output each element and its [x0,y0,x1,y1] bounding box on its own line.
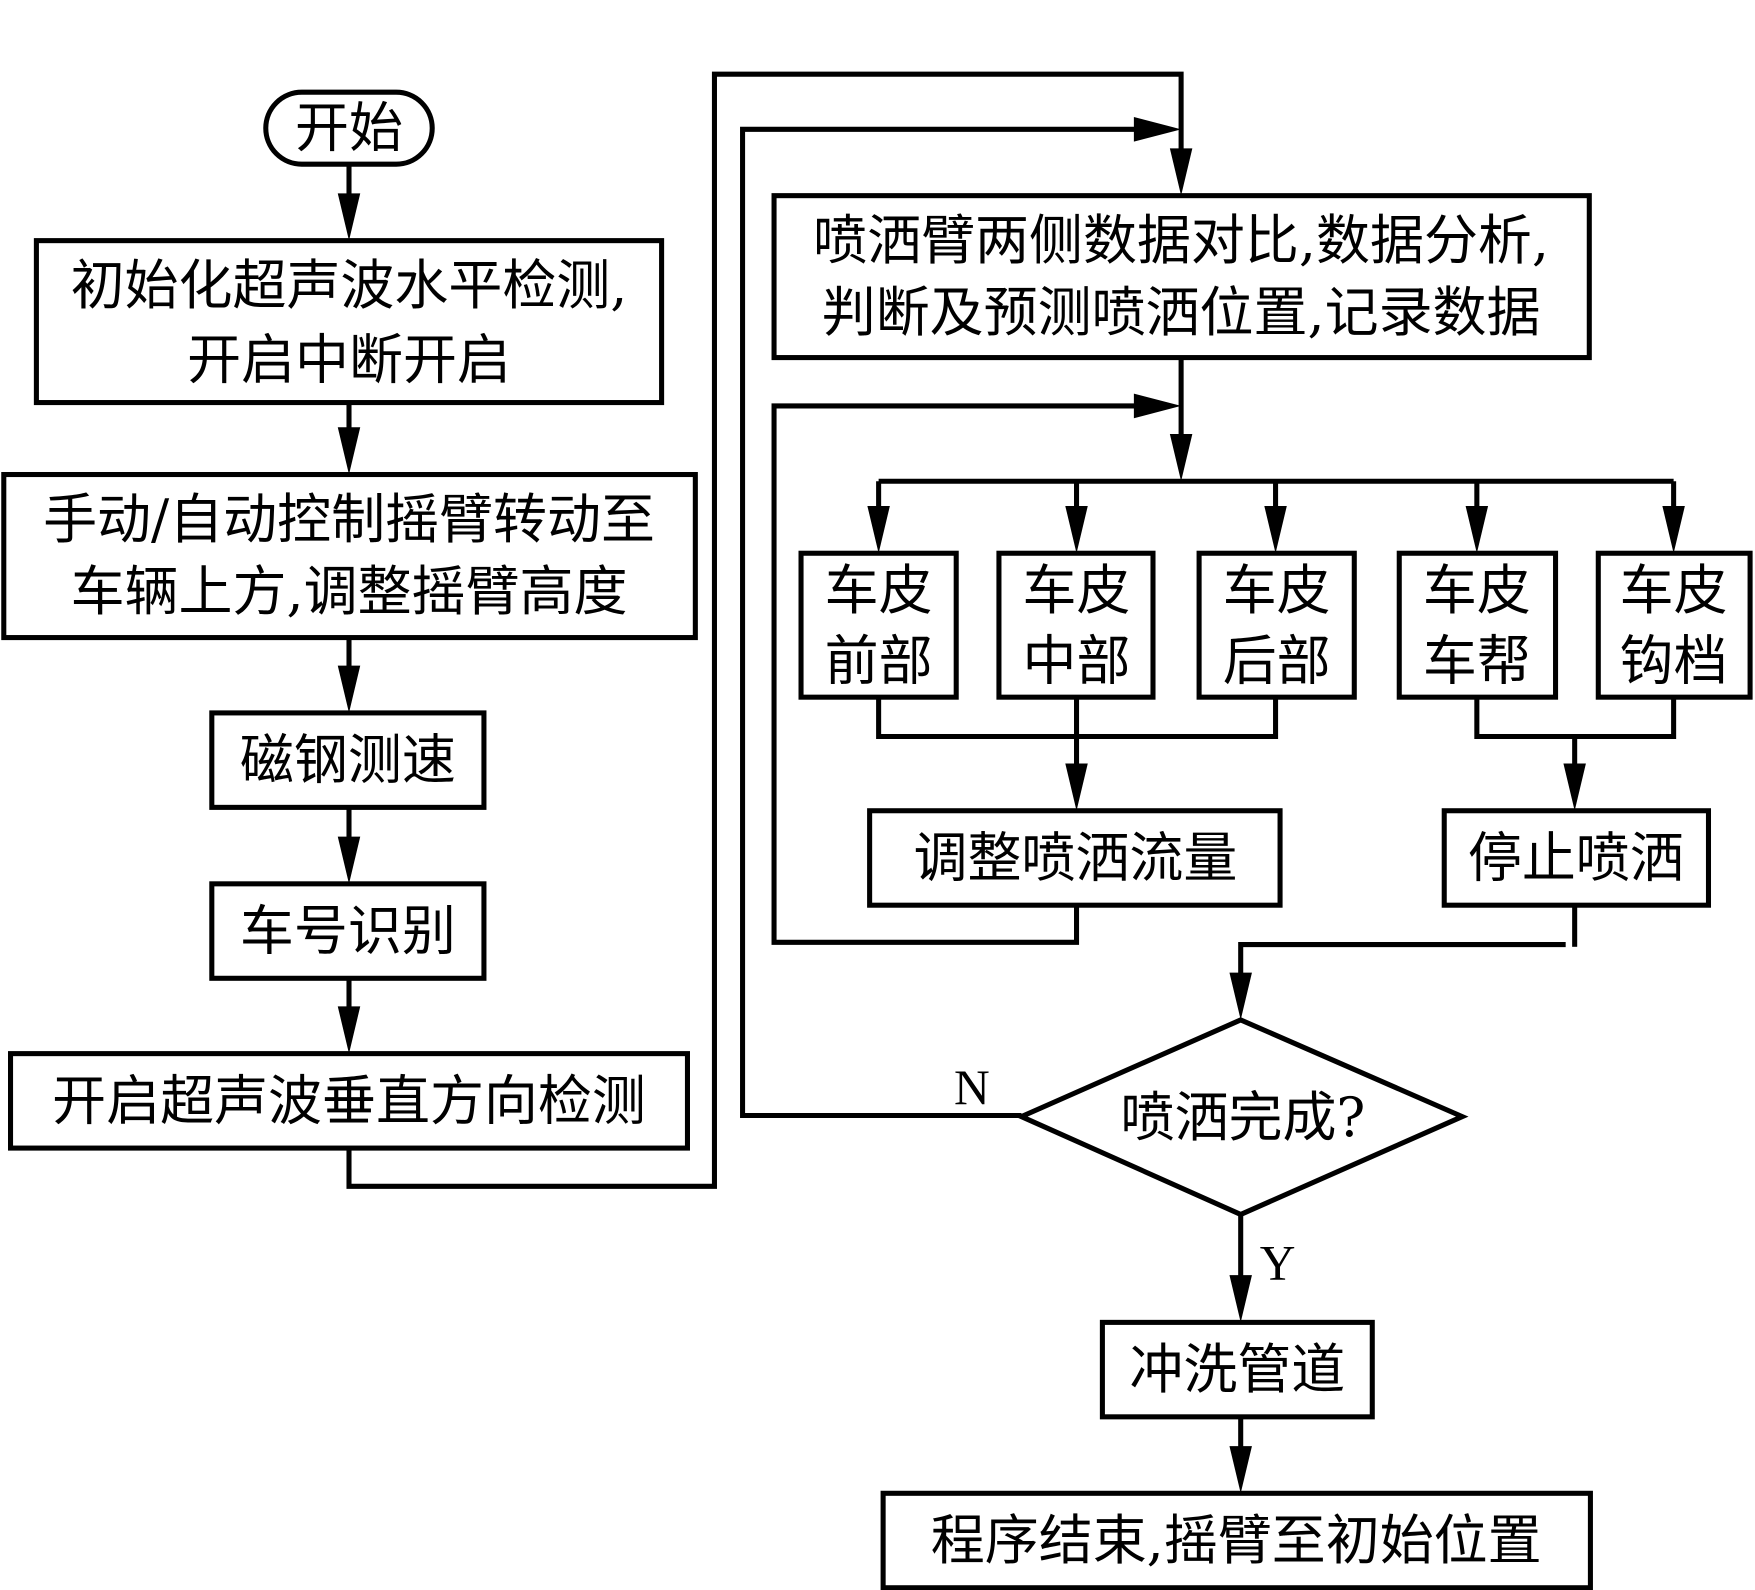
arrow-down-icon [1662,506,1685,554]
arrow-down-icon [337,427,361,475]
arrow-down-icon [337,1006,361,1054]
edge-adjust-loop [771,403,1150,945]
node-vertical-detect: 开启超声波垂直方向检测 [8,1051,690,1151]
node-branch-rear: 车皮 后部 [1196,550,1357,700]
node-init: 初始化超声波水平检测, 开启中断开启 [33,238,665,406]
node-arm-position-line-1: 手动/自动控制摇臂转动至 [43,488,655,551]
node-branch-side: 车皮 车帮 [1396,550,1559,700]
node-analysis-line-1: 喷洒臂两侧数据对比,数据分析, [813,209,1549,272]
arrow-down-icon [1229,1446,1252,1494]
node-init-line-2: 开启中断开启 [187,328,511,391]
node-analysis-line-2: 判断及预测喷洒位置,记录数据 [822,281,1541,344]
branch-front-line-1: 车皮 [825,559,933,622]
arrow-down-icon [867,506,890,554]
node-branch-coupler: 车皮 钩档 [1595,550,1753,700]
arrow-down-icon [1229,1275,1252,1323]
node-stop-spray: 停止喷洒 [1441,808,1712,908]
node-stop-spray-label: 停止喷洒 [1468,826,1684,889]
arrow-down-icon [1465,506,1489,554]
node-init-line-1: 初始化超声波水平检测, [71,254,628,317]
arrow-down-icon [1065,763,1088,811]
node-vertical-detect-label: 开启超声波垂直方向检测 [52,1069,646,1132]
node-speed: 磁钢测速 [209,710,487,810]
node-car-id-label: 车号识别 [240,900,456,963]
branch-side-line-2: 车帮 [1423,630,1531,693]
branch-side-line-1: 车皮 [1423,559,1531,622]
arrow-down-icon [337,193,361,241]
node-end: 程序结束,摇臂至初始位置 [880,1490,1593,1590]
branch-front-line-2: 前部 [825,630,933,693]
node-flush-label: 冲洗管道 [1129,1338,1345,1401]
arrowheads [337,116,1685,1494]
edge-stop-decision [1238,942,1566,992]
branch-rear-line-2: 后部 [1223,630,1331,693]
arrow-down-icon [1169,148,1193,196]
node-decision-label: 喷洒完成? [1121,1086,1366,1149]
arrow-down-icon [1264,506,1287,554]
node-decision: 喷洒完成? N Y [954,1017,1469,1291]
node-flush: 冲洗管道 [1099,1319,1375,1420]
merge-right [1474,697,1677,740]
edge-vertical-analysis [346,71,1184,1189]
arrow-right-icon [1133,116,1182,142]
node-adjust-flow-label: 调整喷洒流量 [914,826,1238,889]
arrow-down-icon [1229,972,1252,1020]
arrow-down-icon [1563,763,1586,811]
node-analysis: 喷洒臂两侧数据对比,数据分析, 判断及预测喷洒位置,记录数据 [771,193,1592,361]
arrow-down-icon [337,836,361,884]
node-arm-position-line-2: 车辆上方,调整摇臂高度 [71,560,628,623]
arrow-down-icon [1065,506,1088,554]
arrow-down-icon [337,665,361,713]
node-start-label: 开始 [295,97,403,160]
arrow-down-icon [1169,434,1193,482]
node-branch-middle: 车皮 中部 [996,550,1156,700]
branch-middle-line-2: 中部 [1023,630,1131,693]
node-end-label: 程序结束,摇臂至初始位置 [931,1509,1542,1572]
edge-decision-no-loop [740,126,1150,1119]
node-speed-label: 磁钢测速 [240,729,456,792]
branch-middle-line-1: 车皮 [1023,559,1131,622]
decision-no-label: N [954,1060,990,1115]
node-adjust-flow: 调整喷洒流量 [867,808,1283,908]
branch-rear-line-1: 车皮 [1223,559,1331,622]
node-branch-front: 车皮 前部 [798,550,959,700]
branch-coupler-line-2: 钩档 [1620,630,1728,693]
node-arm-position: 手动/自动控制摇臂转动至 车辆上方,调整摇臂高度 [1,471,698,641]
node-car-id: 车号识别 [209,881,487,981]
decision-yes-label: Y [1260,1236,1296,1291]
branch-coupler-line-1: 车皮 [1620,559,1728,622]
arrow-right-icon [1133,393,1182,419]
node-start: 开始 [263,89,435,167]
